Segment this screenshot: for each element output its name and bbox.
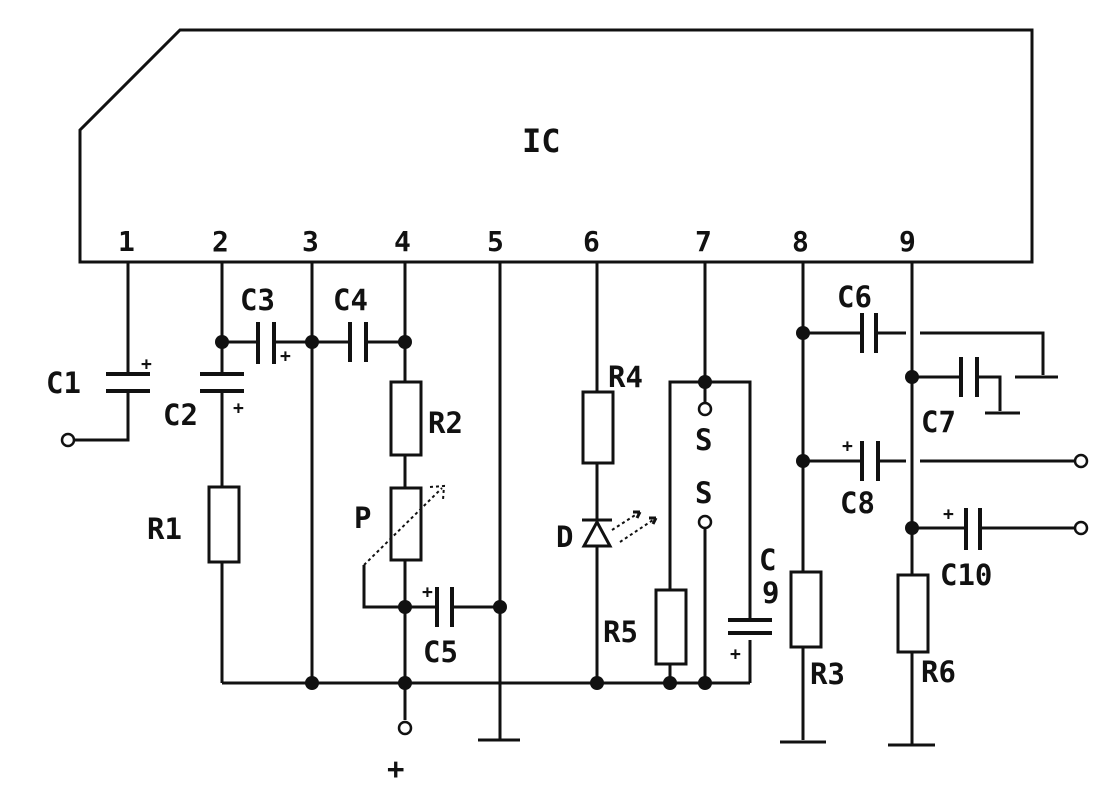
label-c6: C6 [837,280,872,314]
label-c8: C8 [840,486,875,520]
ic-body [78,28,1034,264]
c8-plus: + [842,436,853,457]
capacitor-c5 [435,587,454,627]
capacitor-c6 [860,313,878,353]
pin-4: 4 [394,225,411,258]
c9-plus: + [730,644,741,665]
label-c9-9: 9 [762,576,779,610]
label-c2: C2 [163,398,198,432]
label-p: P [354,501,371,535]
wires [75,262,1075,747]
ic-label: IC [522,122,561,160]
label-c7: C7 [921,405,956,439]
label-c3: C3 [240,283,275,317]
capacitor-c1 [106,372,150,393]
label-r2: R2 [428,406,463,440]
led-d [581,510,658,548]
pin-7: 7 [695,225,712,258]
label-r3: R3 [810,657,845,691]
label-s2: S [695,476,712,510]
label-r6: R6 [921,655,956,689]
pin-3: 3 [302,225,319,258]
resistor-r3 [789,570,823,649]
pin-1: 1 [118,225,135,258]
capacitor-c2 [200,372,244,393]
pin-5: 5 [487,225,504,258]
resistor-r4 [581,390,615,465]
c1-plus: + [141,354,152,375]
label-c10: C10 [940,558,992,592]
c3-plus: + [280,346,291,367]
c2-plus: + [233,398,244,419]
label-d: D [556,520,573,554]
capacitor-c7 [959,357,979,397]
c10-plus: + [943,504,954,525]
label-c9-c: C [759,543,776,577]
capacitor-c9 [728,618,772,635]
capacitor-c3 [256,322,276,364]
potentiometer-p [363,484,446,566]
label-s1: S [695,423,712,457]
c5-plus: + [422,582,433,603]
terminals [60,401,1089,736]
pin-6: 6 [583,225,600,258]
pin-8: 8 [792,225,809,258]
junction-dots [215,326,919,690]
capacitor-c10 [964,508,982,550]
label-c4: C4 [333,283,368,317]
resistor-r2 [389,380,423,457]
label-r1: R1 [147,512,182,546]
label-r5: R5 [603,615,638,649]
label-c1: C1 [46,366,81,400]
pin-2: 2 [212,225,229,258]
resistor-r5 [654,588,688,666]
resistor-r1 [207,485,241,564]
resistor-r6 [896,573,930,654]
label-c5: C5 [423,635,458,669]
capacitor-c4 [348,322,368,362]
capacitor-c8 [860,441,880,481]
supply-plus: + [387,752,404,786]
label-r4: R4 [608,360,643,394]
pin-9: 9 [899,225,916,258]
